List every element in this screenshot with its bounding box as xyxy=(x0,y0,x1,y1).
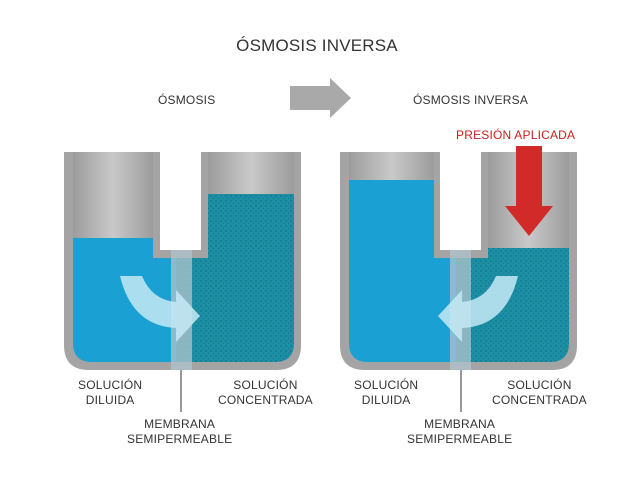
pressure-label: PRESIÓN APLICADA xyxy=(456,128,576,142)
membrane-label-right: MEMBRANA SEMIPERMEABLE xyxy=(407,417,513,446)
osmosis-container xyxy=(64,152,301,412)
concentrated-solution-label-right: SOLUCIÓN CONCENTRADA xyxy=(492,378,587,407)
reverse-osmosis-container xyxy=(340,146,577,412)
osmosis-heading: ÓSMOSIS xyxy=(158,93,216,107)
concentrated-solution-label-left: SOLUCIÓN CONCENTRADA xyxy=(218,378,313,407)
flow-arrow-icon xyxy=(120,276,200,342)
concentrated-solution-right xyxy=(456,248,569,362)
dilute-solution-right xyxy=(349,180,456,362)
dilute-solution-left xyxy=(73,238,176,362)
dilute-solution-label-left: SOLUCIÓN DILUIDA xyxy=(78,378,143,407)
concentrated-solution-left xyxy=(176,194,294,362)
diagram-title: ÓSMOSIS INVERSA xyxy=(236,36,398,55)
reverse-flow-arrow-icon xyxy=(438,276,518,342)
dilute-solution-label-right: SOLUCIÓN DILUIDA xyxy=(354,378,419,407)
reverse-osmosis-heading: ÓSMOSIS INVERSA xyxy=(413,93,529,107)
membrane-label-left: MEMBRANA SEMIPERMEABLE xyxy=(127,417,233,446)
process-arrow-icon xyxy=(290,78,351,118)
pressure-arrow-icon xyxy=(505,146,553,236)
